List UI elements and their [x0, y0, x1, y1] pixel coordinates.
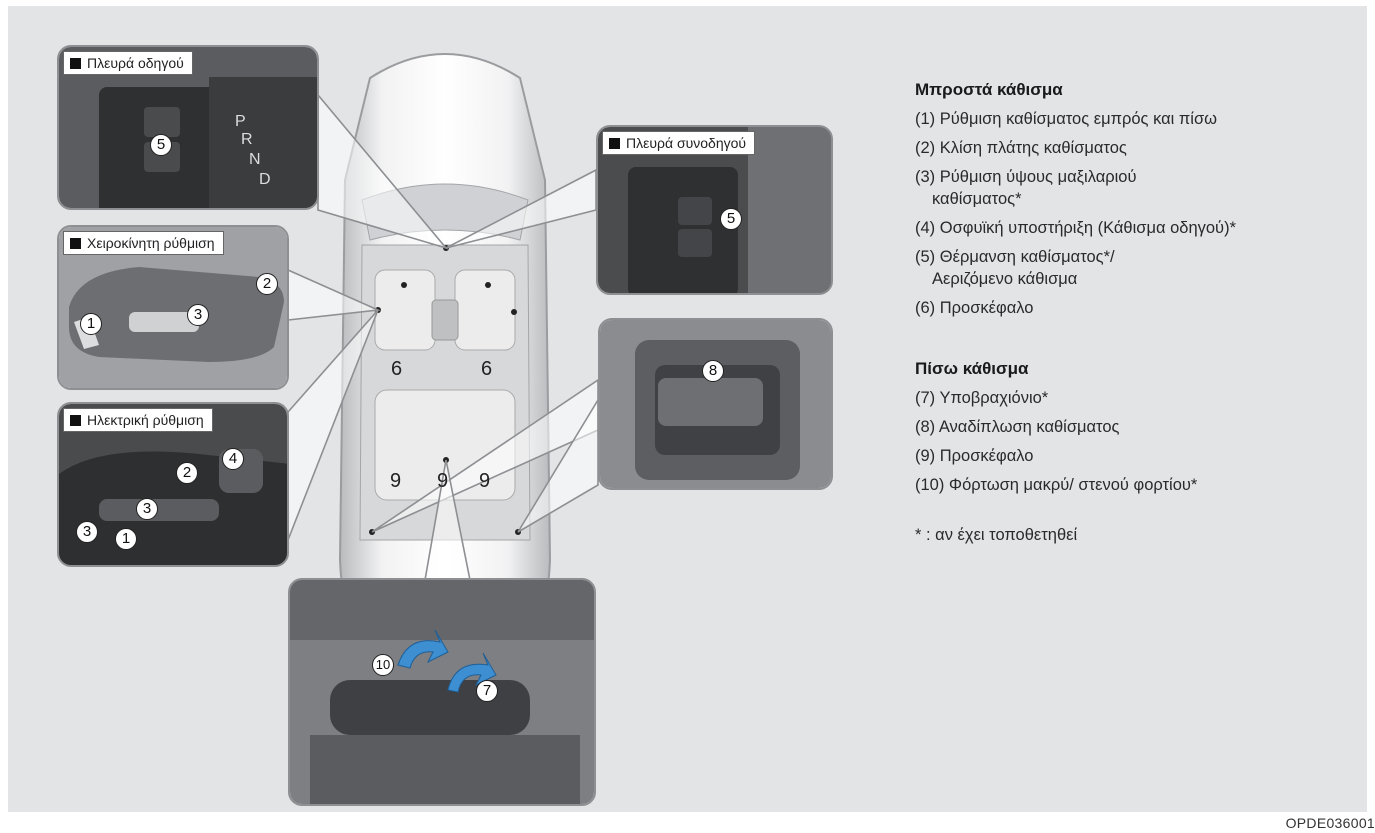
footnote: * : αν έχει τοποθετηθεί — [915, 526, 1370, 545]
headrest-marker-6-right: 6 — [481, 358, 492, 381]
marker-3-manual: 3 — [187, 304, 209, 326]
marker-4-electric: 4 — [222, 448, 244, 470]
front-item-6: (6) Προσκέφαλο — [915, 297, 1370, 319]
marker-1-manual: 1 — [80, 313, 102, 335]
rear-item-8: (8) Αναδίπλωση καθίσματος — [915, 416, 1370, 438]
armrest-panel: 10 7 — [288, 578, 596, 806]
marker-5-driver: 5 — [150, 134, 172, 156]
electric-adjustment-label: Ηλεκτρική ρύθμιση — [63, 408, 213, 432]
rear-seat-heading: Πίσω κάθισμα — [915, 359, 1370, 379]
rear-fold-panel: 8 — [598, 318, 833, 490]
marker-3-electric-right: 3 — [136, 498, 158, 520]
front-seat-heading: Μπροστά κάθισμα — [915, 80, 1370, 100]
rear-headrest-marker-9-right: 9 — [479, 470, 490, 493]
marker-5-passenger: 5 — [720, 208, 742, 230]
driver-side-panel: Πλευρά οδηγού P R N D 5 — [57, 45, 319, 210]
front-item-1: (1) Ρύθμιση καθίσματος εμπρός και πίσω — [915, 108, 1370, 130]
figure-code: OPDE036001 — [1286, 815, 1375, 831]
marker-1-electric: 1 — [115, 528, 137, 550]
manual-adjustment-label: Χειροκίνητη ρύθμιση — [63, 231, 224, 255]
armrest-image — [290, 580, 596, 806]
rear-item-10: (10) Φόρτωση μακρύ/ στενού φορτίου* — [915, 474, 1370, 496]
rear-headrest-marker-9-center: 9 — [437, 470, 448, 493]
passenger-side-panel: Πλευρά συνοδηγού 5 — [596, 125, 833, 295]
shifter-p: P — [235, 113, 246, 131]
shifter-d: D — [259, 171, 271, 189]
marker-10: 10 — [372, 654, 394, 676]
passenger-side-label: Πλευρά συνοδηγού — [602, 131, 755, 155]
driver-side-label: Πλευρά οδηγού — [63, 51, 193, 75]
rear-headrest-marker-9-left: 9 — [390, 470, 401, 493]
rear-item-7: (7) Υποβραχιόνιο* — [915, 387, 1370, 409]
marker-8: 8 — [702, 360, 724, 382]
marker-2-electric: 2 — [176, 462, 198, 484]
front-item-2: (2) Κλίση πλάτης καθίσματος — [915, 137, 1370, 159]
marker-3-electric-left: 3 — [76, 521, 98, 543]
shifter-r: R — [241, 131, 253, 149]
marker-7: 7 — [476, 680, 498, 702]
electric-adjustment-panel: Ηλεκτρική ρύθμιση 4 2 3 3 1 — [57, 402, 289, 567]
marker-2-manual: 2 — [256, 273, 278, 295]
rear-item-9: (9) Προσκέφαλο — [915, 445, 1370, 467]
front-item-4: (4) Οσφυϊκή υποστήριξη (Κάθισμα οδηγού)* — [915, 217, 1370, 239]
shifter-n: N — [249, 151, 261, 169]
rear-fold-image — [600, 320, 833, 490]
legend: Μπροστά κάθισμα (1) Ρύθμιση καθίσματος ε… — [915, 80, 1370, 545]
front-item-5: (5) Θέρμανση καθίσματος*/Αεριζόμενο κάθι… — [915, 246, 1370, 290]
manual-adjustment-panel: Χειροκίνητη ρύθμιση 1 3 2 — [57, 225, 289, 390]
headrest-marker-6-left: 6 — [391, 358, 402, 381]
